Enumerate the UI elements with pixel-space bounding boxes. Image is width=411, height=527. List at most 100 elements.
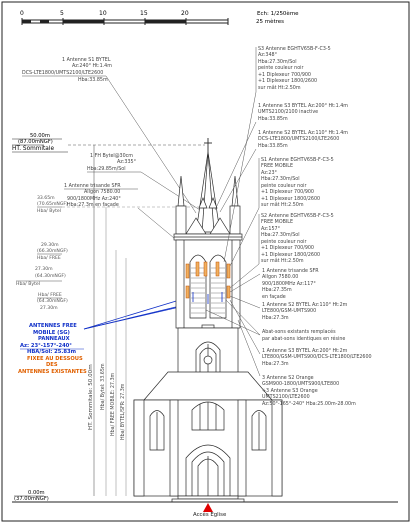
level-bytel-ngf: (70.65mNGF) bbox=[37, 201, 68, 207]
free-line3: PANNEAUX bbox=[38, 336, 70, 342]
svg-text:+1 Diplexeur 700/900: +1 Diplexeur 700/900 bbox=[261, 189, 314, 195]
hba-free-ngf: (64.30mNGF) bbox=[37, 298, 68, 304]
free-line7: DES bbox=[46, 362, 58, 368]
level-free-label: Hba/ FREE bbox=[37, 255, 61, 261]
level-free: 29.30m (66.30mNGF) Hba/ FREE bbox=[37, 242, 68, 261]
svg-text:Az:157°: Az:157° bbox=[261, 226, 280, 232]
svg-text:Az:23°: Az:23° bbox=[261, 170, 277, 176]
svg-text:sur mât Ht:2.50m: sur mât Ht:2.50m bbox=[258, 84, 301, 91]
svg-text:S1 Antenne EGHTV65B-F-C3-5: S1 Antenne EGHTV65B-F-C3-5 bbox=[261, 157, 334, 163]
hba-free-label: Hba/ FREE bbox=[38, 292, 62, 298]
scale-echelle: Ech: 1/250ème bbox=[257, 10, 299, 17]
svg-text:LTE800/GSM-UMTS900: LTE800/GSM-UMTS900 bbox=[262, 308, 316, 314]
level-ground-ngf: (37.00mNGF) bbox=[14, 496, 49, 502]
callout-fh-bytel-line3: Hba:29.85m/Sol bbox=[87, 166, 126, 172]
access-marker: Accès Eglise bbox=[193, 503, 227, 518]
access-label: Accès Eglise bbox=[193, 511, 227, 518]
level-summit-value: 50.00m bbox=[30, 133, 50, 139]
svg-text:Hba:33.85m: Hba:33.85m bbox=[258, 143, 288, 149]
svg-text:+1 Diplexeur 1800/2600: +1 Diplexeur 1800/2600 bbox=[261, 196, 320, 202]
svg-text:1 Antenne S2 BYTEL Az:110° Ht:: 1 Antenne S2 BYTEL Az:110° Ht:2m bbox=[262, 302, 348, 308]
svg-text:peinte couleur noir: peinte couleur noir bbox=[261, 239, 306, 245]
level-bytel-label: Hba/ Bytel bbox=[37, 208, 61, 214]
svg-text:FREE MOBILE: FREE MOBILE bbox=[261, 219, 293, 225]
antenna-2 bbox=[195, 261, 200, 277]
dim-summit: HT. Sommitale: 50.00m bbox=[88, 364, 94, 430]
church-elevation bbox=[12, 138, 398, 503]
svg-text:S2 Antenne EGHTV65B-F-C3-5: S2 Antenne EGHTV65B-F-C3-5 bbox=[261, 213, 334, 219]
svg-text:UMTS2100/LTE2600: UMTS2100/LTE2600 bbox=[262, 394, 310, 400]
svg-text:1 Antenne S3 BYTEL Az:200° Ht:: 1 Antenne S3 BYTEL Az:200° Ht:2m bbox=[262, 348, 348, 354]
hba-free-value: 27.30m bbox=[40, 305, 58, 311]
level-sfr-value: 27.30m bbox=[35, 266, 53, 272]
belfry bbox=[175, 239, 241, 329]
scale-bar: 0 5 10 15 20 Ech: 1/250ème 25 mètres bbox=[20, 10, 299, 25]
callout-s3-bytel: 1 Antenne S3 BYTEL Az:200° Ht:1.4m UMTS2… bbox=[214, 103, 348, 211]
dim-free: Hba/ FREE MOBILE: 27.3m bbox=[110, 372, 116, 436]
antenna-1 bbox=[185, 263, 190, 279]
scale-tick-20: 20 bbox=[181, 10, 189, 17]
svg-text:peinte couleur noir: peinte couleur noir bbox=[258, 65, 303, 71]
callout-s1-bytel-line4: Hba:33.85m bbox=[78, 77, 108, 83]
dim-bytel: Hba/ Bytel: 33.65m bbox=[100, 363, 106, 410]
svg-text:+1 Diplexeur 700/900: +1 Diplexeur 700/900 bbox=[258, 72, 311, 78]
svg-text:+1 Diplexeur 1800/2600: +1 Diplexeur 1800/2600 bbox=[261, 252, 320, 258]
level-sfr-ngf: (64.30mNGF) bbox=[35, 273, 66, 279]
svg-text:Allgon 7580.00: Allgon 7580.00 bbox=[262, 274, 298, 280]
callout-fh-bytel-line2: Az:335° bbox=[117, 159, 136, 165]
level-bytel-value: 33.65m bbox=[37, 195, 55, 201]
svg-text:Az:50°-165°-240° Hba:25.00m-28: Az:50°-165°-240° Hba:25.00m-28.00m bbox=[262, 401, 356, 407]
free-line8: ANTENNES EXISTANTES bbox=[18, 369, 87, 375]
svg-text:Hba:27.30m/Sol: Hba:27.30m/Sol bbox=[258, 59, 297, 65]
antenna-6 bbox=[185, 285, 190, 299]
callout-s2-bytel: 1 Antenne S2 BYTEL Az:110° Ht:1.4m DCS-L… bbox=[219, 130, 348, 213]
antenna-4 bbox=[215, 261, 220, 277]
svg-text:UMTS2100/2100 inactive: UMTS2100/2100 inactive bbox=[258, 109, 318, 115]
level-ground-value: 0.00m bbox=[28, 490, 45, 496]
free-line6: FIXEE AU DESSOUS bbox=[27, 356, 83, 362]
svg-text:Hba:27.30m/Sol: Hba:27.30m/Sol bbox=[261, 176, 300, 182]
antenna-7 bbox=[226, 285, 231, 299]
access-arrow-icon bbox=[203, 503, 213, 512]
svg-text:+3 Antenne S3 Orange: +3 Antenne S3 Orange bbox=[262, 388, 318, 394]
svg-text:Hba:27.3m: Hba:27.3m bbox=[262, 315, 289, 321]
svg-text:+1 Diplexeur 1800/2600: +1 Diplexeur 1800/2600 bbox=[258, 78, 317, 84]
free-line1: ANTENNES FREE bbox=[29, 323, 77, 329]
callout-s2-sfr: 1 Antenne S2 BYTEL Az:110° Ht:2m LTE800/… bbox=[229, 295, 348, 321]
scale-tick-15: 15 bbox=[140, 10, 148, 17]
level-summit-label: HT. Sommitale bbox=[12, 146, 54, 152]
level-summit: 50.00m (87.00mNGF) HT. Sommitale bbox=[12, 133, 68, 153]
level-free-value: 29.30m bbox=[41, 242, 59, 248]
callout-sfr-left-line1: 1 Antenne trisande SFR bbox=[64, 183, 121, 189]
svg-text:+1 Diplexeur 700/900: +1 Diplexeur 700/900 bbox=[261, 245, 314, 251]
svg-text:par abat-sons identiques en ré: par abat-sons identiques en résine bbox=[262, 335, 345, 342]
scale-tick-5: 5 bbox=[60, 10, 64, 17]
callout-s3-sfr: 1 Antenne S3 BYTEL Az:200° Ht:2m LTE800/… bbox=[229, 299, 372, 367]
svg-text:en façade: en façade bbox=[262, 294, 286, 300]
callout-sfr-trisec-right: 1 Antenne trisande SFR Allgon 7580.00 90… bbox=[229, 268, 319, 300]
antenna-5 bbox=[226, 263, 231, 279]
callout-sfr-left-line2: Allgon 7580.00 bbox=[84, 189, 120, 195]
svg-text:FREE MOBILE: FREE MOBILE bbox=[261, 163, 293, 169]
level-free-ngf: (66.30mNGF) bbox=[37, 248, 68, 254]
level-sfr: 27.30m (64.30mNGF) Hba/ Bytel bbox=[16, 266, 66, 287]
antenna-3 bbox=[203, 261, 208, 277]
svg-text:DCS-LTE1800/UMTS2100/LTE2600: DCS-LTE1800/UMTS2100/LTE2600 bbox=[258, 136, 339, 142]
hba-free-block: Hba/ FREE (64.30mNGF) 27.30m bbox=[37, 292, 68, 311]
svg-text:1 Antenne S2 BYTEL Az:110° Ht:: 1 Antenne S2 BYTEL Az:110° Ht:1.4m bbox=[258, 130, 348, 136]
svg-text:900/1800MHz Az:117°: 900/1800MHz Az:117° bbox=[262, 281, 316, 287]
vertical-dimensions: HT. Sommitale: 50.00m Hba/ Bytel: 33.65m… bbox=[88, 145, 127, 496]
free-line4: Az: 23°-157°-240° bbox=[20, 343, 72, 349]
callout-sfr-left-line4: Hba:27.3m en façade bbox=[67, 202, 119, 208]
svg-text:GSM900-1800/UMTS900/LTE800: GSM900-1800/UMTS900/LTE800 bbox=[262, 381, 339, 387]
svg-text:peinte couleur noir: peinte couleur noir bbox=[261, 183, 306, 189]
callout-fh-bytel: 1 FH Bytel@30cm Az:335° Hba:29.85m/Sol bbox=[87, 153, 201, 211]
level-sfr-label: Hba/ Bytel bbox=[16, 281, 40, 287]
free-antennas bbox=[192, 292, 223, 304]
svg-text:sur mât Ht:2.50m: sur mât Ht:2.50m bbox=[261, 201, 304, 208]
svg-text:1 Antenne S3 BYTEL Az:200° Ht:: 1 Antenne S3 BYTEL Az:200° Ht:1.4m bbox=[258, 103, 348, 109]
svg-text:Az:348°: Az:348° bbox=[258, 52, 277, 58]
svg-text:Hba:27.3m: Hba:27.3m bbox=[262, 361, 289, 367]
callout-s1-bytel-line1: 1 Antenne S1 BYTEL bbox=[62, 57, 111, 63]
